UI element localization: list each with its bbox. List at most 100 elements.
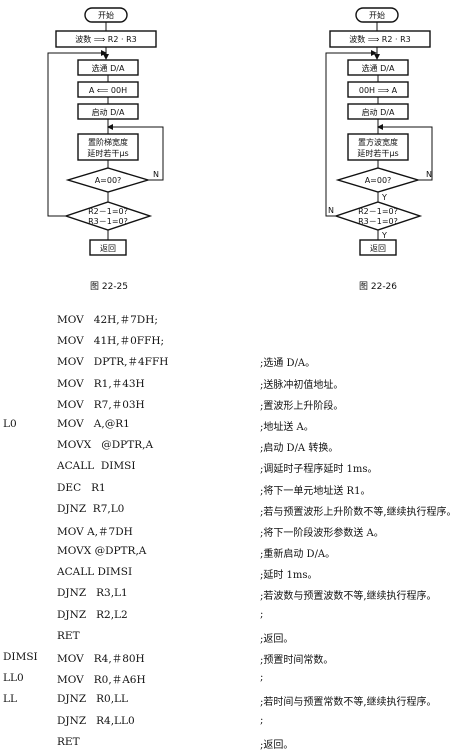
select-text: 选通 D/A [362, 63, 395, 73]
code-comment: ;若与预置波形上升阶数不等,继续执行程序。 [260, 506, 457, 518]
code-instruction: DJNZ R2,L2 [57, 608, 128, 621]
code-instruction: MOV DPTR,＃4FFH [57, 356, 169, 369]
code-line: DJNZ R2,L2; [0, 606, 466, 627]
code-comment: ;若波数与预置波数不等,继续执行程序。 [260, 591, 437, 603]
code-instruction: DJNZ R3,L1 [57, 587, 128, 600]
code-comment: ;预置时间常数。 [260, 655, 334, 666]
check-r-text-1: R2－1=0? [358, 207, 398, 216]
load-text: 00H ⟹ A [359, 86, 398, 95]
code-line: MOVX @DPTR,A ;启动 D/A 转换。 [0, 436, 466, 457]
code-line: DJNZ R7,L0 ;若与预置波形上升阶数不等,继续执行程序。 [0, 500, 466, 521]
code-instruction: DJNZ R4,LL0 [57, 714, 135, 727]
code-line: DJNZ R4,LL0; [0, 712, 466, 733]
code-comment: ;地址送 A。 [260, 421, 314, 433]
code-comment: ;启动 D/A 转换。 [260, 443, 339, 455]
code-line: MOV R1,＃43H ;送脉冲初值地址。 [0, 373, 466, 394]
code-comment: ;若时间与预置常数不等,继续执行程序。 [260, 697, 437, 709]
code-label: L0 [3, 417, 17, 430]
code-instruction: MOV A,＃7DH [57, 525, 133, 538]
launch-text: 启动 D/A [362, 107, 395, 117]
code-line: MOVX @DPTR,A ;重新启动 D/A。 [0, 542, 466, 563]
no-label-a: N [426, 170, 432, 179]
delay-text-1: 置方波宽度 [358, 137, 398, 147]
no-label: N [153, 170, 159, 179]
code-comment: ; [260, 672, 264, 684]
caption-22-26: 图 22-26 [359, 282, 398, 292]
code-line: ACALL DIMSI ;延时 1ms。 [0, 563, 466, 584]
code-line: DEC R1 ;将下一单元地址送 R1。 [0, 479, 466, 500]
code-comment: ;送脉冲初值地址。 [260, 379, 344, 391]
end-box [359, 239, 397, 256]
code-instruction: RET [57, 629, 80, 642]
start-text: 开始 [369, 10, 385, 20]
delay-text-2: 延时若干μs [87, 148, 128, 158]
flowchart-22-26: 开始 波数 ⟹ R2 · R3 选通 D/A 00H ⟹ A 启动 D/A 置方… [306, 0, 466, 275]
code-instruction: RET [57, 735, 80, 748]
check-r-text-2: R3－1=0? [88, 217, 128, 226]
code-instruction: DJNZ R7,L0 [57, 502, 125, 515]
check-r-text-2: R3－1=0? [358, 217, 398, 226]
code-line: RET ;返回。 [0, 627, 466, 648]
check-r-text-1: R2－1=0? [88, 207, 128, 216]
code-comment: ;返回。 [260, 633, 294, 645]
init-box [329, 30, 431, 48]
code-instruction: ACALL DIMSI [57, 566, 133, 579]
select-text: 选通 D/A [92, 63, 125, 73]
yes-label-r: Y [381, 231, 387, 240]
code-line: DJNZ R3,L1 ;若波数与预置波数不等,继续执行程序。 [0, 584, 466, 605]
flowchart-22-25: 开始 波数 ⟹ R2 · R3 选通 D/A A ⟸ 00H 启动 D/A 置阶… [38, 0, 198, 275]
code-comment: ;选通 D/A。 [260, 358, 316, 370]
init-text: 波数 ⟹ R2 · R3 [75, 34, 136, 44]
code-instruction: MOVX @DPTR,A [57, 545, 147, 558]
code-comment: ;重新启动 D/A。 [260, 549, 336, 561]
start-text: 开始 [98, 10, 114, 20]
code-instruction: MOV A,@R1 [57, 417, 130, 430]
code-label: DIMSI [3, 651, 38, 663]
code-comment: ;返回。 [260, 739, 294, 751]
code-instruction: MOV R0,＃A6H [57, 674, 146, 687]
code-comment: ;将下一单元地址送 R1。 [260, 485, 371, 497]
code-label: LL [3, 693, 17, 706]
code-instruction: MOVX @DPTR,A [57, 439, 154, 452]
code-comment: ;调延时子程序延时 1ms。 [260, 464, 378, 476]
code-line: MOV R7,＃03H ;置波形上升阶段。 [0, 394, 466, 415]
code-line: LL0 MOV R0,＃A6H; [0, 669, 466, 690]
launch-text: 启动 D/A [92, 107, 125, 117]
delay-text-2: 延时若干μs [357, 148, 398, 158]
code-line: MOV A,＃7DH ;将下一阶段波形参数送 A。 [0, 521, 466, 542]
caption-22-25: 图 22-25 [90, 282, 129, 292]
code-line: ACALL DIMSI ;调延时子程序延时 1ms。 [0, 457, 466, 478]
code-comment: ; [260, 608, 264, 620]
end-box [89, 239, 127, 256]
code-instruction: MOV 42H,＃7DH; [57, 314, 158, 326]
code-line: L0 MOV A,@R1 ;地址送 A。 [0, 415, 466, 436]
code-instruction: ACALL DIMSI [57, 460, 136, 473]
code-comment: ;延时 1ms。 [260, 570, 318, 582]
code-comment: ; [260, 714, 264, 726]
code-line: MOV 41H,＃0FFH; [0, 330, 466, 351]
assembly-listing: MOV 42H,＃7DH; MOV 41H,＃0FFH; MOV DPTR,＃4FF… [0, 309, 466, 754]
code-instruction: MOV R7,＃03H [57, 398, 145, 411]
code-line: MOV 42H,＃7DH; [0, 309, 466, 330]
code-line: RET ;返回。 [0, 733, 466, 754]
end-text: 返回 [100, 244, 116, 253]
yes-label-a: Y [381, 193, 387, 202]
code-line: MOV DPTR,＃4FFH ;选通 D/A。 [0, 351, 466, 372]
code-instruction: MOV R1,＃43H [57, 377, 145, 390]
load-text: A ⟸ 00H [89, 86, 127, 95]
check-a-text: A=00? [365, 176, 392, 185]
code-comment: ;置波形上升阶段。 [260, 400, 344, 412]
delay-text-1: 置阶梯宽度 [88, 137, 128, 147]
code-line: LL DJNZ R0,LL ;若时间与预置常数不等,继续执行程序。 [0, 690, 466, 711]
code-instruction: MOV 41H,＃0FFH; [57, 335, 165, 348]
check-a-text: A=00? [95, 176, 122, 185]
code-label: LL0 [3, 672, 24, 685]
code-line: DIMSI MOV R4,＃80H ;预置时间常数。 [0, 648, 466, 669]
code-instruction: DEC R1 [57, 481, 106, 494]
no-label-r: N [328, 206, 334, 215]
code-instruction: MOV R4,＃80H [57, 653, 145, 665]
code-instruction: DJNZ R0,LL [57, 693, 128, 706]
code-comment: ;将下一阶段波形参数送 A。 [260, 527, 384, 539]
end-text: 返回 [370, 244, 386, 253]
init-text: 波数 ⟹ R2 · R3 [349, 34, 410, 44]
